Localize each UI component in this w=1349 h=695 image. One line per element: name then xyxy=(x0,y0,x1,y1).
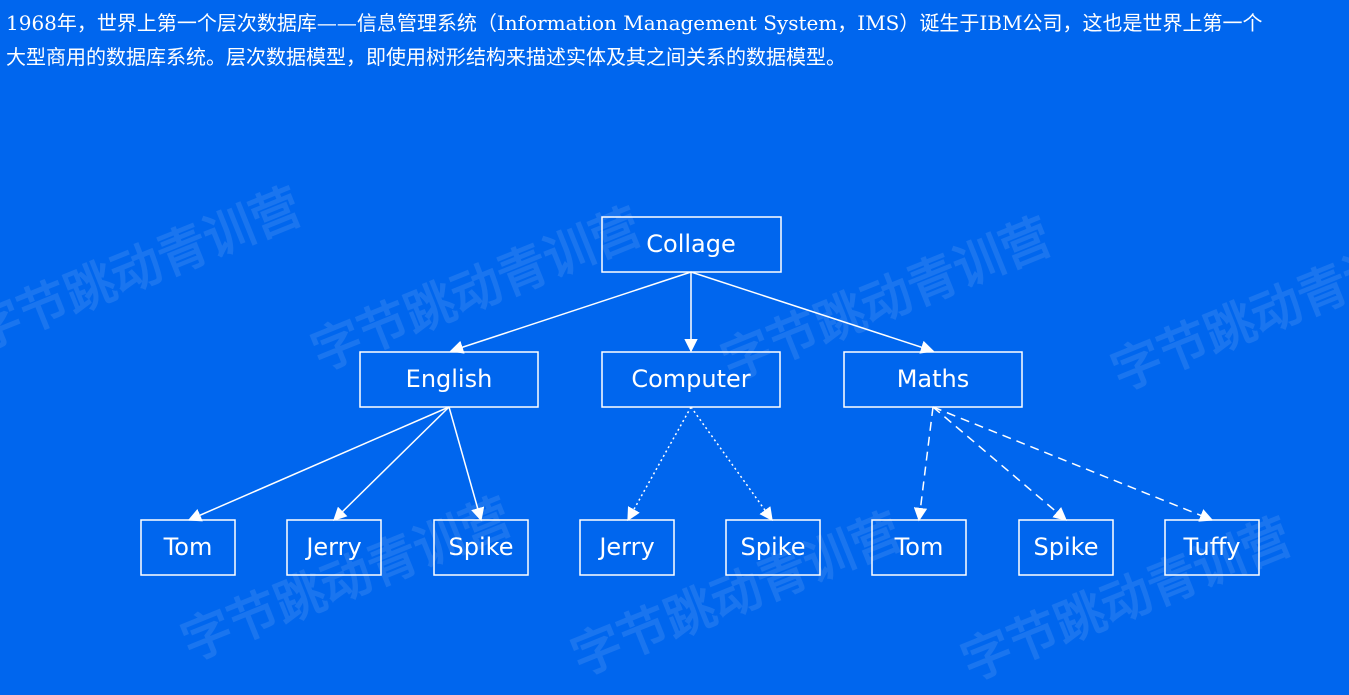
node-maths: Maths xyxy=(843,351,1023,408)
edge-english-spike xyxy=(448,406,485,522)
node-label: Tuffy xyxy=(1183,533,1241,561)
edge-english-jerry xyxy=(333,406,450,521)
node-tuffy-maths: Tuffy xyxy=(1164,519,1260,576)
edge-maths-tuffy xyxy=(932,406,1214,522)
intro-line-1: 1968年，世界上第一个层次数据库——信息管理系统（Information Ma… xyxy=(6,11,1263,35)
node-label: Jerry xyxy=(597,533,654,561)
node-jerry-computer: Jerry xyxy=(579,519,675,576)
node-root: Collage xyxy=(601,216,782,273)
node-label: Collage xyxy=(646,230,735,258)
node-label: English xyxy=(406,365,493,393)
node-label: Spike xyxy=(449,533,514,561)
edge-collage-english xyxy=(449,271,692,354)
node-label: Spike xyxy=(1034,533,1099,561)
edge-english-tom xyxy=(187,406,450,522)
edge-maths-spike xyxy=(932,406,1068,521)
node-tom-english: Tom xyxy=(140,519,236,576)
node-spike-english: Spike xyxy=(433,519,529,576)
node-label: Maths xyxy=(897,365,970,393)
intro-paragraph: 1968年，世界上第一个层次数据库——信息管理系统（Information Ma… xyxy=(6,6,1343,74)
node-spike-computer: Spike xyxy=(725,519,821,576)
edge-maths-tom xyxy=(913,406,934,522)
node-label: Jerry xyxy=(304,533,361,561)
node-tom-maths: Tom xyxy=(871,519,967,576)
hierarchy-diagram: Collage English Computer Maths Tom Jerry… xyxy=(140,216,1260,576)
node-computer: Computer xyxy=(601,351,781,408)
edge-collage-maths xyxy=(690,271,935,354)
node-label: Computer xyxy=(631,365,750,393)
node-spike-maths: Spike xyxy=(1018,519,1114,576)
edge-computer-spike xyxy=(690,406,773,522)
node-label: Tom xyxy=(163,533,213,561)
edge-computer-jerry xyxy=(627,406,692,522)
node-label: Tom xyxy=(894,533,944,561)
node-english: English xyxy=(359,351,539,408)
intro-line-2: 大型商用的数据库系统。层次数据模型，即使用树形结构来描述实体及其之间关系的数据模… xyxy=(6,45,846,69)
node-label: Spike xyxy=(741,533,806,561)
node-jerry-english: Jerry xyxy=(286,519,382,576)
